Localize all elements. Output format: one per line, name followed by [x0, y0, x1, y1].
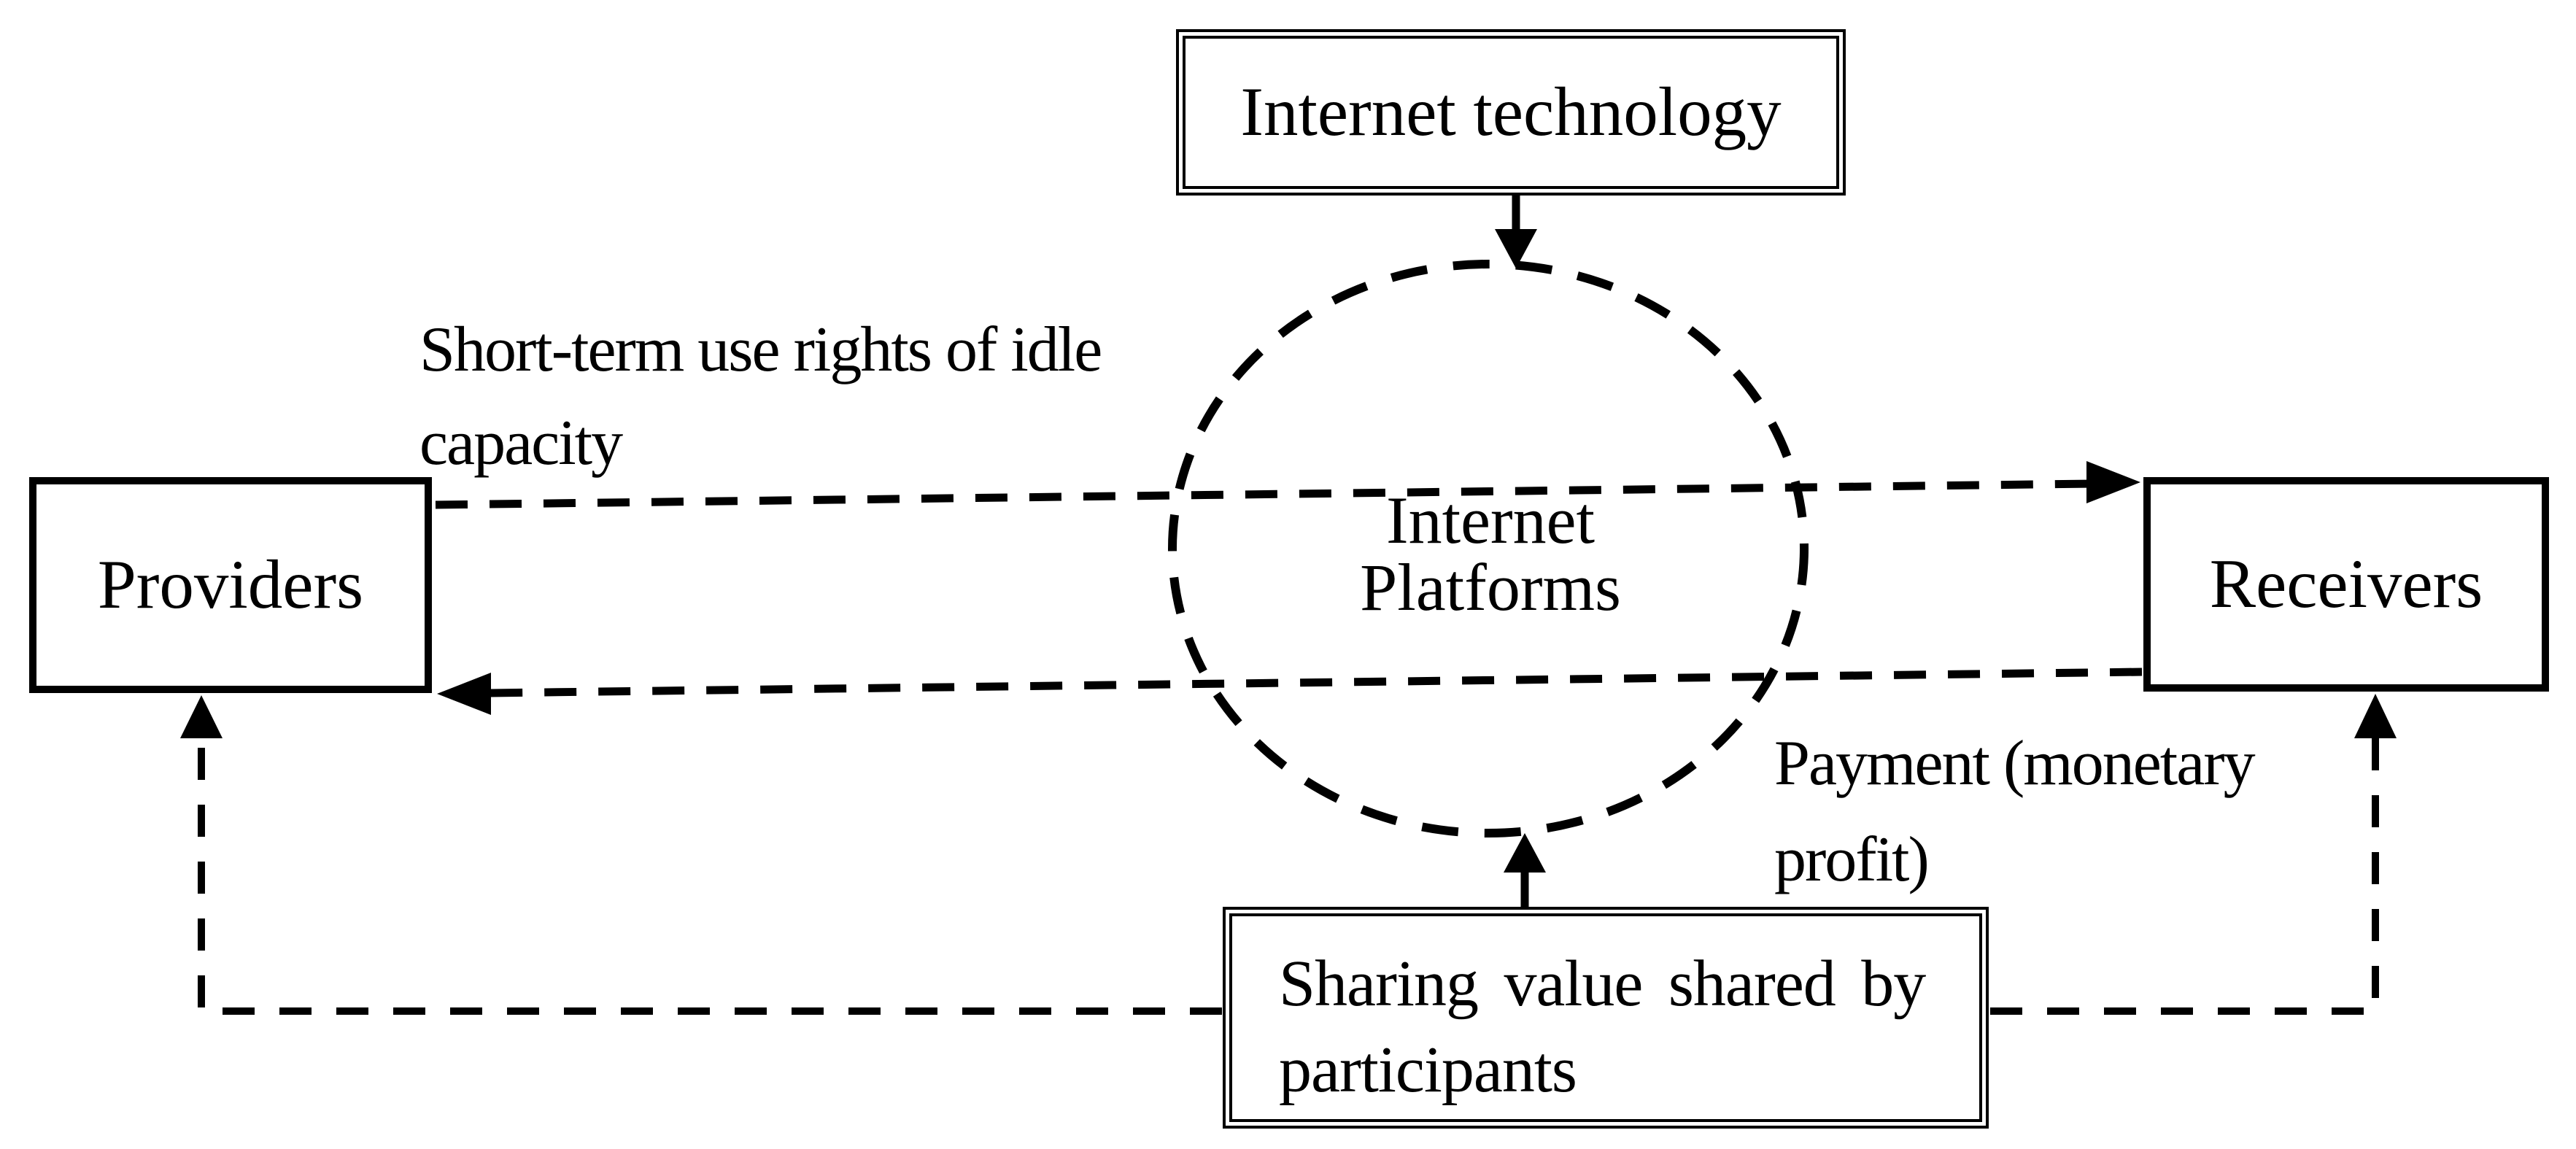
internet-platforms-line1: Internet	[1385, 483, 1596, 557]
providers-box: Providers	[29, 477, 432, 693]
sharing-value-line1: Sharing value shared by	[1279, 948, 1926, 1020]
short-term-line2: capacity	[419, 408, 623, 479]
internet-platforms-line2: Platforms	[1360, 550, 1621, 624]
sharing-value-line2: participants	[1279, 1034, 1577, 1106]
technology-to-platforms-arrow	[1495, 194, 1537, 268]
sharing-value-to-providers-arrow	[180, 695, 1222, 1015]
short-term-use-rights-label: Short-term use rights of idle capacity	[419, 303, 1102, 490]
sharing-value-to-receivers-arrow	[1990, 694, 2397, 1015]
internet-technology-label: Internet technology	[1240, 73, 1782, 151]
internet-platforms-label: Internet Platforms	[1272, 487, 1709, 621]
providers-to-receivers-arrow	[435, 461, 2140, 509]
receivers-label: Receivers	[2209, 545, 2483, 623]
payment-line2: profit)	[1774, 824, 1930, 895]
sharing-value-box: Sharing value shared by participants	[1223, 907, 1989, 1129]
receivers-box: Receivers	[2143, 477, 2549, 692]
short-term-line1: Short-term use rights of idle	[419, 314, 1102, 385]
internet-technology-box: Internet technology	[1176, 29, 1846, 196]
providers-label: Providers	[97, 546, 364, 624]
payment-line1: Payment (monetary	[1774, 728, 2256, 799]
internet-platforms-ellipse	[1168, 260, 1809, 837]
payment-label: Payment (monetary profit)	[1774, 716, 2256, 908]
receivers-to-providers-arrow	[437, 668, 2143, 715]
sharing-value-to-platforms-arrow	[1504, 833, 1546, 907]
